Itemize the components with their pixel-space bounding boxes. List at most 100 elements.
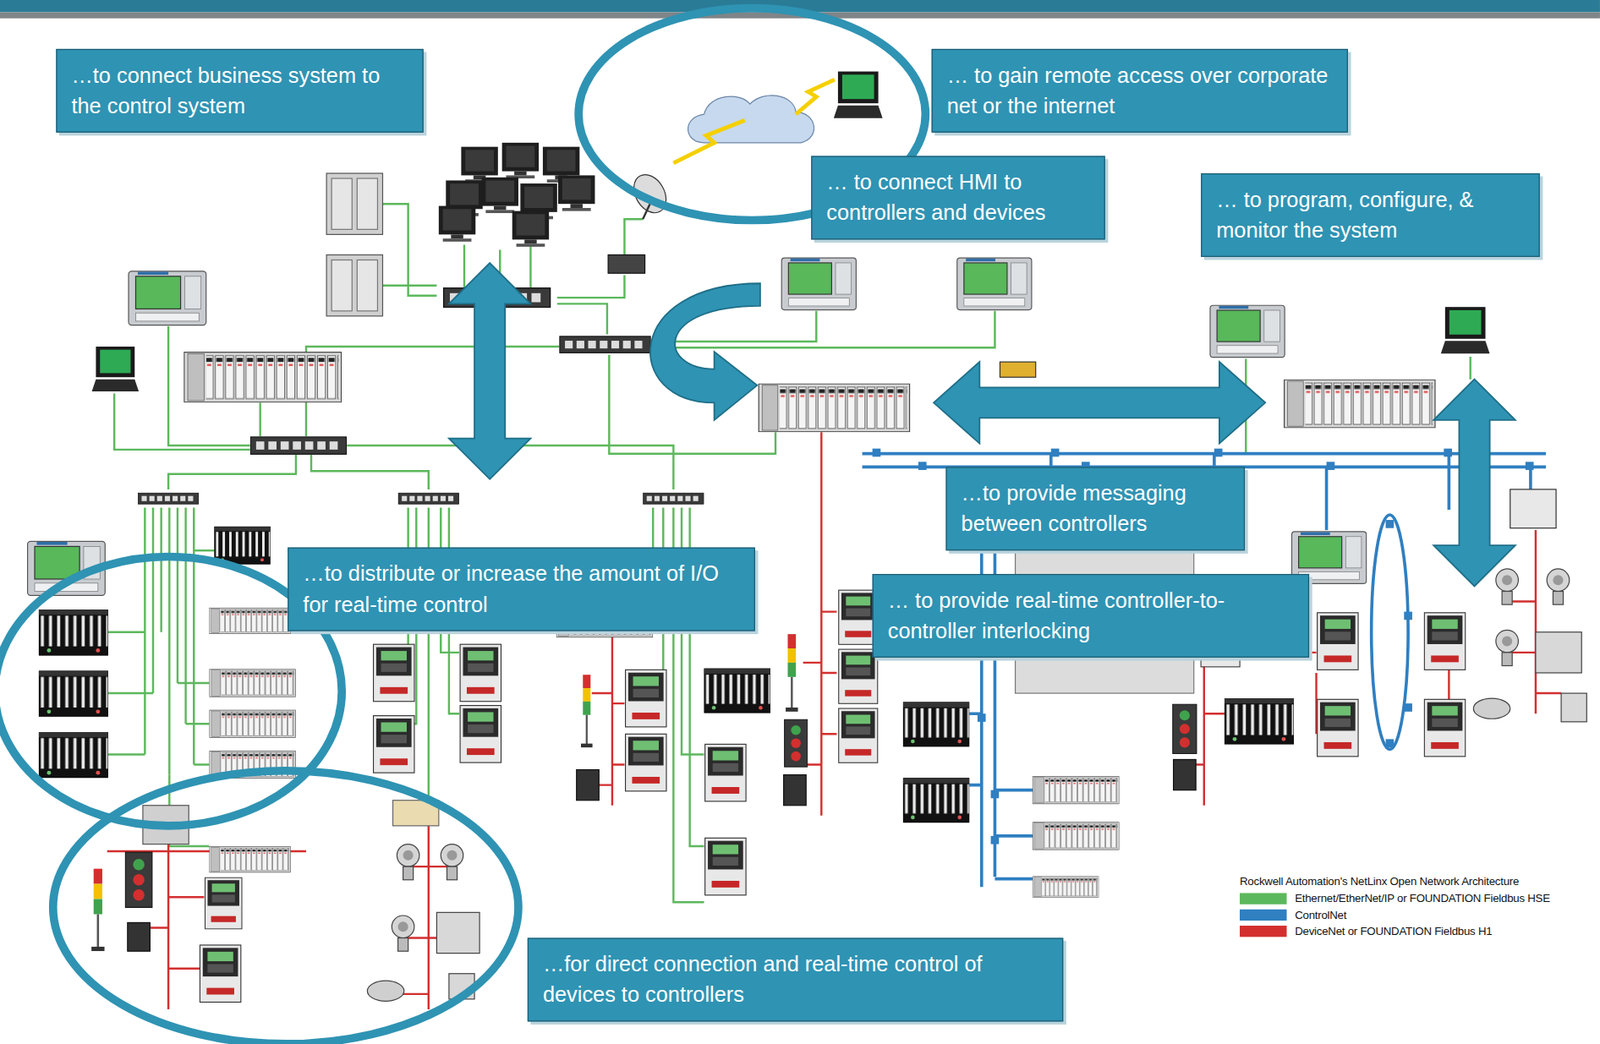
flow-arrows-part bbox=[933, 361, 1266, 444]
callout-box: … to gain remote access over corporate n… bbox=[931, 49, 1348, 132]
controlnet-taps-part bbox=[1386, 520, 1395, 529]
drives-part bbox=[1424, 699, 1465, 757]
controlnet-taps-part bbox=[918, 461, 927, 471]
field-devices-part bbox=[1495, 630, 1519, 666]
servers-part bbox=[356, 178, 378, 230]
controlnet-wires-part bbox=[1371, 515, 1409, 750]
callout-text: … to connect HMI to controllers and devi… bbox=[826, 167, 1090, 229]
ethernet-wires bbox=[108, 203, 1471, 903]
drives-part bbox=[460, 644, 501, 702]
operator-panels-part bbox=[1441, 306, 1491, 354]
io-blocks-part bbox=[38, 671, 109, 718]
drives-part bbox=[199, 945, 241, 1003]
callout-box: …for direct connection and real-time con… bbox=[527, 938, 1064, 1022]
callout-box: …to provide messaging between controller… bbox=[946, 466, 1246, 550]
remote-access bbox=[608, 79, 835, 274]
servers bbox=[326, 173, 383, 317]
workstations-part bbox=[512, 211, 549, 247]
drives-part bbox=[204, 877, 242, 930]
operator-panels-part bbox=[833, 71, 883, 119]
flow-arrows-part bbox=[1433, 379, 1516, 587]
ethernet-wires-part bbox=[1245, 356, 1470, 455]
drives-part bbox=[838, 649, 878, 704]
field-devices-part bbox=[1172, 704, 1197, 754]
ethernet-wires-part bbox=[168, 454, 296, 490]
field-devices-part bbox=[1173, 759, 1197, 790]
controllers-part bbox=[209, 846, 291, 873]
controlnet-taps-part bbox=[1403, 703, 1413, 713]
controllers-part bbox=[1032, 821, 1119, 850]
servers-part bbox=[331, 260, 352, 312]
callout-text: … to gain remote access over corporate n… bbox=[947, 60, 1333, 121]
flow-arrows-part bbox=[449, 263, 532, 480]
workstations-part bbox=[482, 177, 519, 214]
field-devices bbox=[91, 569, 1587, 1002]
field-devices-part bbox=[1495, 569, 1519, 605]
operator-panels-part bbox=[92, 346, 140, 392]
devicenet-wires-part bbox=[1507, 530, 1562, 714]
field-devices-part bbox=[580, 674, 593, 748]
drives-part bbox=[373, 716, 415, 774]
callout-box: … to connect HMI to controllers and devi… bbox=[810, 156, 1106, 240]
field-devices-part bbox=[367, 980, 404, 1002]
ethernet-wires-part bbox=[193, 549, 214, 552]
field-devices-part bbox=[1561, 693, 1587, 723]
drives-part bbox=[625, 734, 667, 792]
drives-part bbox=[705, 838, 746, 896]
io-blocks-part bbox=[38, 732, 109, 779]
drives-part bbox=[838, 708, 878, 763]
ethernet-wires-part bbox=[651, 311, 996, 348]
ethernet-wires-part bbox=[382, 284, 437, 286]
operator-panels-part bbox=[781, 257, 856, 310]
operator-panels bbox=[27, 71, 1491, 597]
io-blocks-part bbox=[903, 778, 970, 823]
ethernet-wires-part bbox=[311, 454, 429, 490]
drives-part bbox=[705, 744, 746, 802]
servers-part bbox=[326, 173, 383, 235]
legend-row: Ethernet/EtherNet/IP or FOUNDATION Field… bbox=[1239, 890, 1551, 907]
highlight-circles-part bbox=[53, 771, 519, 1044]
controlnet-taps-part bbox=[1443, 449, 1453, 458]
io-blocks-part bbox=[1224, 698, 1294, 745]
drives-part bbox=[625, 669, 667, 728]
ethernet-wires-part bbox=[382, 203, 437, 296]
field-devices-part bbox=[91, 869, 105, 952]
legend-swatch bbox=[1239, 909, 1288, 921]
callout-box: … to program, configure, & monitor the s… bbox=[1200, 173, 1540, 257]
io-blocks-part bbox=[704, 668, 771, 713]
field-devices-part bbox=[1535, 632, 1582, 674]
devicenet-wires-part bbox=[820, 432, 822, 816]
legend-row: DeviceNet or FOUNDATION Fieldbus H1 bbox=[1239, 922, 1551, 939]
ethernet-wires-part bbox=[108, 632, 154, 756]
field-devices-part bbox=[1473, 698, 1510, 719]
legend-text: Ethernet/EtherNet/IP or FOUNDATION Field… bbox=[1294, 892, 1551, 905]
switches-part bbox=[559, 336, 651, 353]
controllers-part bbox=[209, 710, 296, 739]
switches-part bbox=[643, 493, 705, 505]
field-devices-part bbox=[391, 915, 415, 952]
callout-text: … to provide real-time controller-to-con… bbox=[887, 585, 1294, 647]
ethernet-wires-part bbox=[557, 275, 625, 299]
controllers-part bbox=[758, 383, 910, 433]
controllers bbox=[184, 351, 1557, 899]
controlnet-taps bbox=[872, 449, 1535, 845]
controlnet-taps-part bbox=[991, 836, 1000, 845]
remote-access-part bbox=[673, 120, 745, 164]
switches bbox=[137, 288, 704, 505]
controlnet-wires-part bbox=[862, 452, 1546, 456]
controlnet-taps-part bbox=[977, 713, 987, 723]
legend-row: ControlNet bbox=[1239, 906, 1551, 923]
devicenet-wires-part bbox=[1295, 652, 1316, 735]
controlnet-taps-part bbox=[1386, 739, 1395, 748]
controllers-part bbox=[1284, 379, 1436, 429]
ethernet-wires-part bbox=[306, 346, 559, 437]
ethernet-wires-part bbox=[258, 402, 261, 437]
remote-access-part bbox=[608, 255, 645, 274]
io-blocks-part bbox=[903, 702, 970, 747]
ethernet-wires-part bbox=[144, 508, 194, 776]
legend-text: ControlNet bbox=[1294, 909, 1347, 921]
switches-part bbox=[137, 493, 199, 505]
flow-arrows bbox=[449, 263, 1516, 587]
field-devices-part bbox=[576, 770, 600, 801]
